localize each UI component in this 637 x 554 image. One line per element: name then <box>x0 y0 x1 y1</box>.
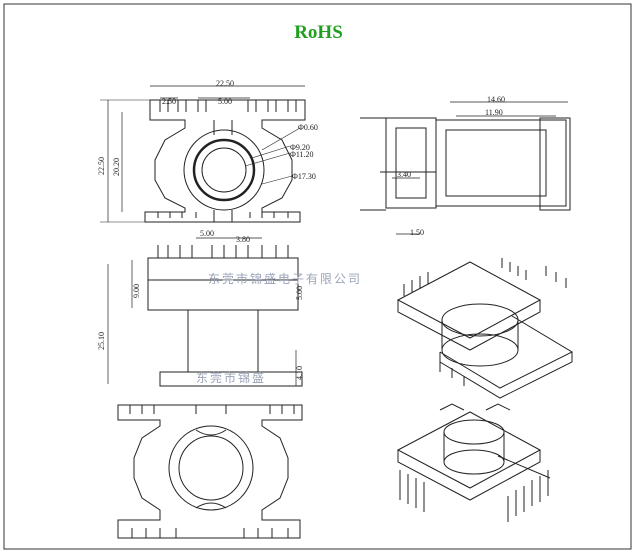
dim-front-pin-length: 5.00 <box>295 286 304 300</box>
side-view <box>360 101 571 235</box>
dim-side-width-outer: 14.60 <box>487 95 505 104</box>
dim-height-inner: 20.20 <box>112 158 121 176</box>
dim-side-base: 1.50 <box>410 228 424 237</box>
dim-bottom-offset: 3.80 <box>236 235 250 244</box>
front-view <box>107 245 303 387</box>
border-frame <box>3 3 632 550</box>
dim-front-total-height: 25.10 <box>97 332 106 350</box>
dim-side-step: 3.40 <box>397 170 411 179</box>
dim-height-outer: 22.50 <box>97 157 106 175</box>
dim-pin-diam: Φ0.60 <box>298 123 318 132</box>
rohs-title: RoHS <box>294 22 343 43</box>
dim-bottom-slot: 5.00 <box>200 229 214 238</box>
bobbin-3d-view-icon <box>396 258 574 399</box>
top-view <box>100 85 306 239</box>
bottom-view <box>117 404 303 539</box>
watermark-short: 东莞市锦盛 <box>196 370 266 385</box>
dim-overall-width: 22.50 <box>216 79 234 88</box>
bobbin-3d-view-inverted-icon <box>396 403 551 522</box>
dim-pin-pitch: 2.50 <box>162 97 176 106</box>
dim-front-pin-height: 9.00 <box>132 284 141 298</box>
dim-diam-1: Φ9.20 <box>290 143 310 152</box>
dim-slot-width: 5.00 <box>218 97 232 106</box>
dim-front-base: 4.10 <box>295 366 304 380</box>
dim-diam-2: Φ11.20 <box>290 150 314 159</box>
dim-side-width-inner: 11.90 <box>485 108 503 117</box>
watermark-company: 东莞市锦盛电子有限公司 <box>208 271 362 286</box>
dim-diam-3: Φ17.30 <box>292 172 316 181</box>
